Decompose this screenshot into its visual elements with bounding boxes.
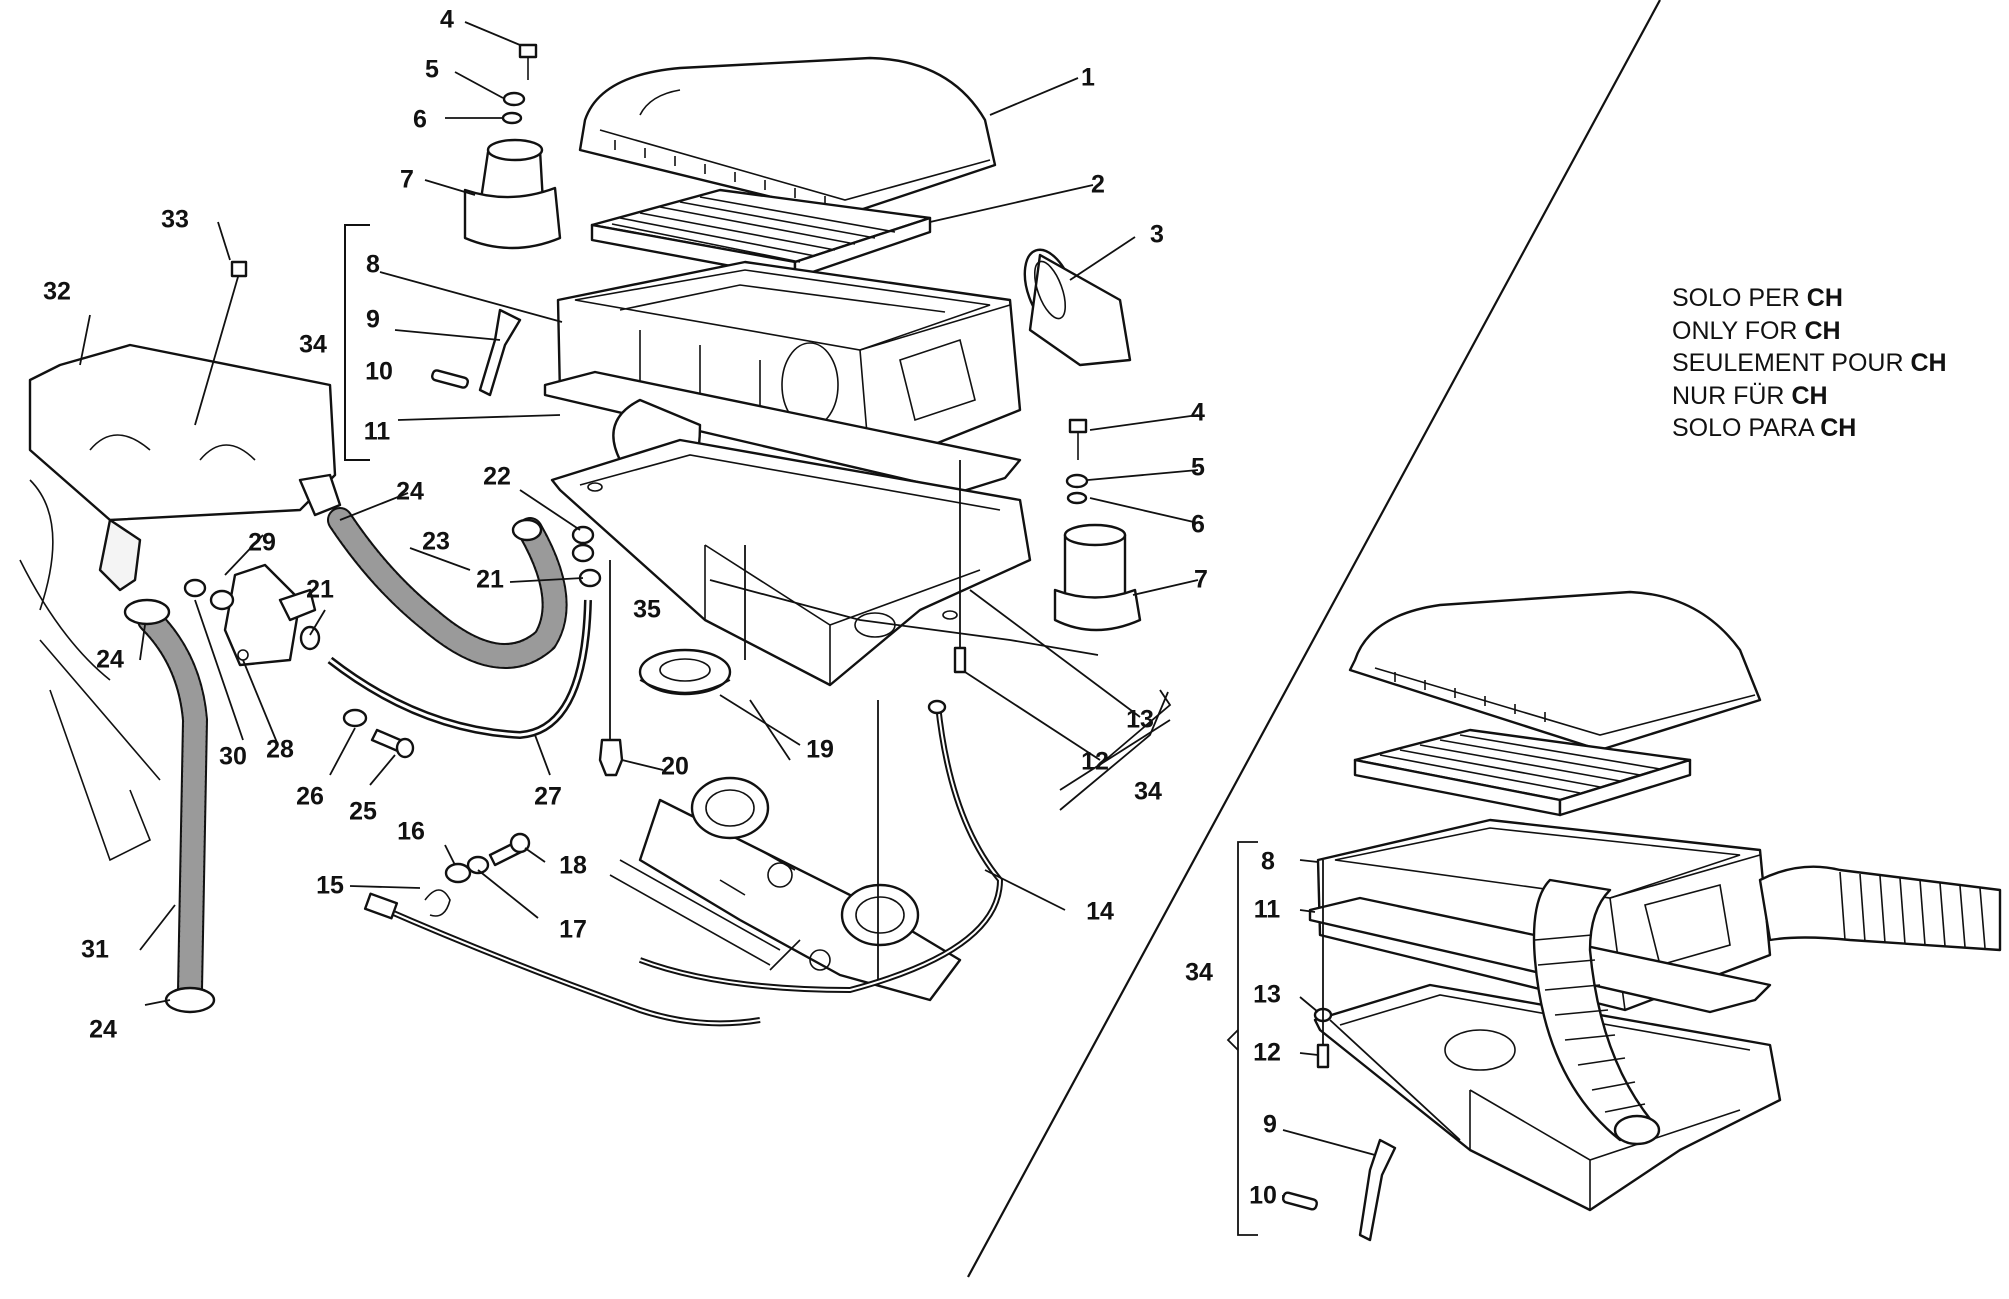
- callout-6-right: 6: [1191, 510, 1205, 539]
- inset-callout-11: 11: [1253, 895, 1281, 924]
- callout-26: 26: [296, 782, 324, 811]
- callout-9: 9: [366, 305, 380, 334]
- fasteners-16-18: [444, 832, 531, 884]
- note-line-fr: SEULEMENT POUR CH: [1672, 349, 1947, 377]
- gasket: [543, 370, 1022, 494]
- callout-16: 16: [397, 817, 425, 846]
- callout-30: 30: [219, 742, 247, 771]
- callout-32: 32: [43, 277, 71, 306]
- note-line-it: SOLO PER CH: [1672, 284, 1843, 312]
- sleeve-right: [1053, 418, 1142, 632]
- note-line-es: SOLO PARA CH: [1672, 414, 1857, 442]
- callout-5-top: 5: [425, 55, 439, 84]
- callout-11: 11: [363, 417, 391, 446]
- note-line-en: ONLY FOR CH: [1672, 316, 1841, 345]
- callout-21-right: 21: [476, 565, 504, 594]
- callout-7-right: 7: [1194, 565, 1208, 594]
- airbox-base: [550, 438, 1032, 687]
- callout-35: 35: [633, 595, 661, 624]
- callout-24-bottom: 24: [89, 1015, 117, 1044]
- airbox-cover: [578, 56, 997, 217]
- callout-18: 18: [559, 851, 587, 880]
- callout-21-left: 21: [306, 575, 334, 604]
- washer-26: [342, 708, 368, 728]
- callout-33: 33: [161, 205, 189, 234]
- callout-34-main: 34: [299, 330, 327, 359]
- callout-5-right: 5: [1191, 453, 1205, 482]
- callout-10: 10: [365, 357, 393, 386]
- callout-3: 3: [1150, 220, 1164, 249]
- inset-callout-10: 10: [1249, 1181, 1277, 1210]
- callout-23: 23: [422, 527, 450, 556]
- callout-2: 2: [1091, 170, 1105, 199]
- clip-9: [478, 308, 522, 397]
- callout-7-top: 7: [400, 165, 414, 194]
- callout-29: 29: [248, 528, 276, 557]
- inset-ch-variant: [1226, 590, 2002, 1242]
- leader-lines: [79, 21, 1199, 1006]
- section-divider-line: [967, 0, 1661, 1278]
- callout-20: 20: [661, 752, 689, 781]
- callout-4-top: 4: [440, 5, 454, 34]
- callout-25: 25: [349, 797, 377, 826]
- nipple-20: [598, 738, 624, 777]
- pin-10: [431, 369, 469, 389]
- inset-callout-34: 34: [1185, 958, 1213, 987]
- callout-28: 28: [266, 735, 294, 764]
- callout-22: 22: [483, 462, 511, 491]
- callout-13: 13: [1126, 705, 1154, 734]
- throttle-body: [609, 776, 962, 1002]
- valve-28: [183, 563, 321, 667]
- grommet: [638, 648, 732, 696]
- inset-callout-12: 12: [1253, 1038, 1281, 1067]
- callout-27: 27: [534, 782, 562, 811]
- intake-duct: [1023, 248, 1132, 367]
- inset-callout-13: 13: [1253, 980, 1281, 1009]
- variant-note: SOLO PER CH ONLY FOR CH SEULEMENT POUR C…: [1672, 282, 1947, 445]
- callout-4-right: 4: [1191, 398, 1205, 427]
- callout-6-top: 6: [413, 105, 427, 134]
- callout-8: 8: [366, 250, 380, 279]
- note-line-de: NUR FÜR CH: [1672, 381, 1828, 410]
- sleeve-upper: [463, 43, 562, 250]
- callout-31: 31: [81, 935, 109, 964]
- bracket-32: [19, 343, 342, 862]
- inset-callout-9: 9: [1263, 1110, 1277, 1139]
- callout-15: 15: [316, 871, 344, 900]
- callout-24-upper: 24: [396, 477, 424, 506]
- callout-1: 1: [1081, 63, 1095, 92]
- callout-34-lower: 34: [1134, 777, 1162, 806]
- callout-24-left: 24: [96, 645, 124, 674]
- screw-33: [230, 260, 248, 278]
- callout-14: 14: [1086, 897, 1114, 926]
- callout-19: 19: [806, 735, 834, 764]
- callout-17: 17: [559, 915, 587, 944]
- screw-12: [953, 646, 967, 674]
- callout-12: 12: [1081, 747, 1109, 776]
- inset-callout-8: 8: [1261, 847, 1275, 876]
